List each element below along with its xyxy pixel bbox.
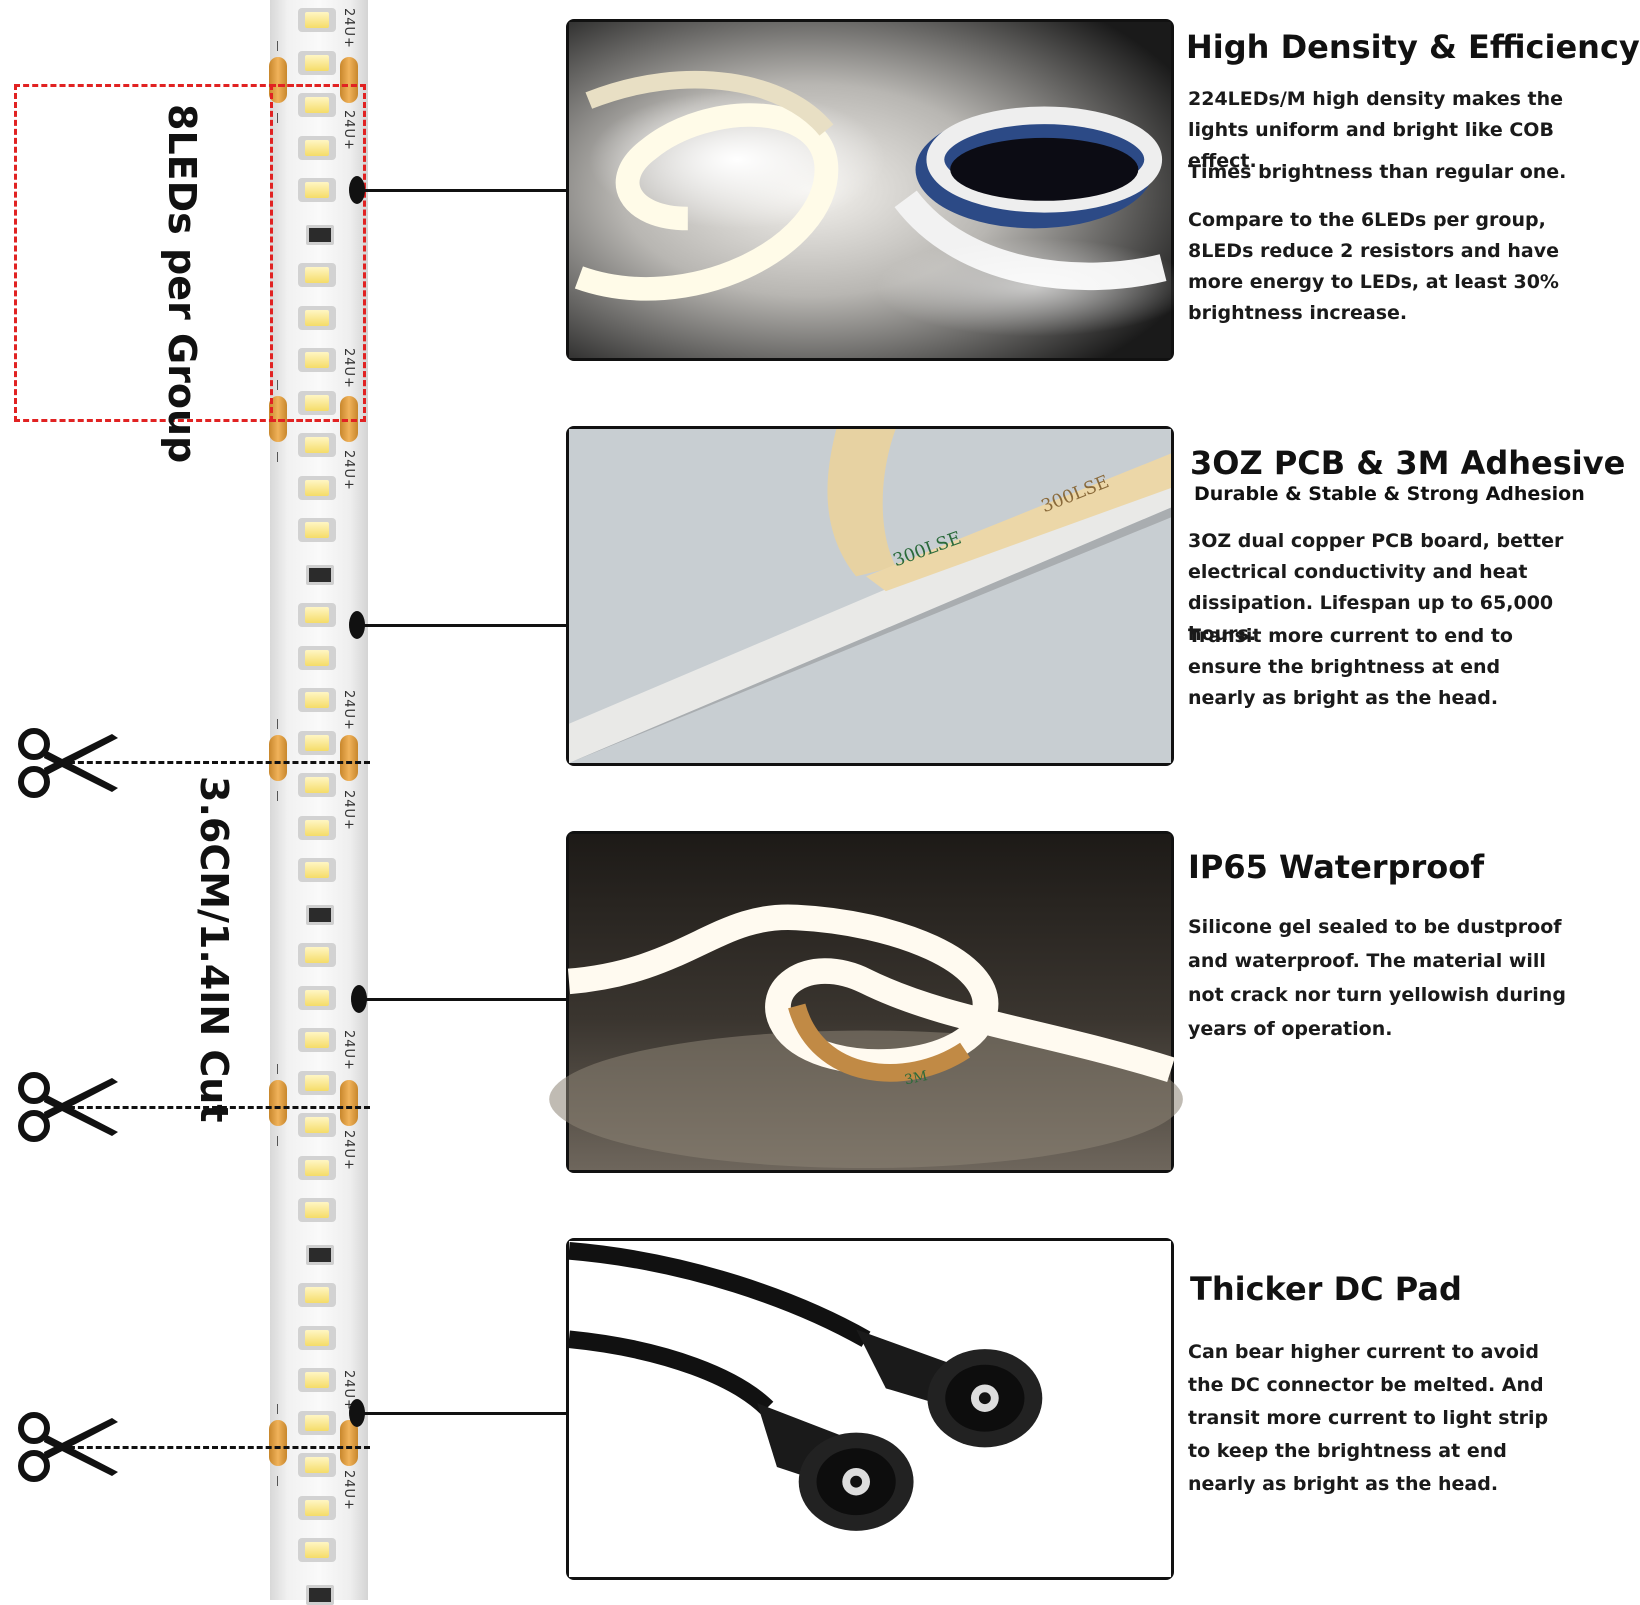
led-chip [298, 1538, 336, 1562]
callout-line [356, 189, 568, 192]
led-chip [298, 1028, 336, 1052]
solder-pad [340, 57, 358, 103]
scissors-icon [18, 728, 118, 798]
group-label: 8LEDs per Group [160, 104, 204, 464]
resistor [306, 224, 334, 245]
led-chip [298, 305, 336, 330]
feature-title: IP65 Waterproof [1188, 848, 1485, 886]
voltage-label: 24U+ [341, 790, 356, 831]
photo-waterproof-strip: 3M [549, 831, 1183, 1173]
led-chip [298, 730, 336, 755]
solder-pad [269, 1080, 287, 1126]
led-chip [298, 985, 336, 1010]
voltage-label: 24U+ [341, 110, 356, 151]
voltage-label: 24U+ [341, 1470, 356, 1511]
led-chip [298, 1325, 336, 1350]
solder-pad [269, 735, 287, 781]
feature-title: 3OZ PCB & 3M Adhesive [1190, 444, 1626, 482]
solder-pad [340, 1420, 358, 1466]
callout-line [356, 1412, 568, 1415]
feature-title: High Density & Efficiency [1186, 28, 1640, 66]
feature-paragraph: Transit more current to end to ensure th… [1188, 625, 1513, 709]
led-chip [298, 815, 336, 840]
led-chip [298, 1283, 336, 1307]
led-chip [298, 50, 336, 75]
photo-dc-connectors [566, 1238, 1174, 1580]
led-chip [298, 1410, 336, 1435]
feature-paragraph: Silicone gel sealed to be dustproof and … [1188, 916, 1566, 1040]
led-chip [298, 390, 336, 415]
solder-pad [269, 1420, 287, 1466]
led-chip [298, 1453, 336, 1477]
led-chip [298, 858, 336, 882]
scissors-icon [18, 1412, 118, 1482]
feature-paragraph: 3OZ dual copper PCB board, better electr… [1188, 530, 1564, 645]
resistor [306, 904, 334, 925]
led-chip [298, 943, 336, 967]
resistor [306, 1584, 334, 1605]
resistor [306, 1244, 334, 1265]
voltage-label: 24U+ [341, 1130, 356, 1171]
led-chip [298, 518, 336, 542]
photo-led-strips-comparison [566, 19, 1193, 361]
callout-line [356, 624, 568, 627]
led-group-box-strip-segment [270, 84, 366, 422]
feature-paragraph: Can bear higher current to avoid the DC … [1188, 1341, 1549, 1495]
led-chip [298, 93, 336, 117]
led-chip [298, 1155, 336, 1180]
led-chip [298, 433, 336, 457]
tape-brand: 3M [903, 1068, 929, 1088]
led-chip [298, 1368, 336, 1392]
callout-line [358, 998, 568, 1001]
voltage-label: 24U+ [341, 8, 356, 49]
minus-marker [277, 41, 278, 51]
voltage-label: 24U+ [341, 348, 356, 389]
cut-line [60, 1446, 370, 1449]
led-chip [298, 178, 336, 202]
cut-line [60, 761, 370, 764]
led-chip [298, 1070, 336, 1095]
solder-pad [340, 1080, 358, 1126]
led-chip [298, 8, 336, 32]
led-chip [298, 688, 336, 712]
resistor [306, 564, 334, 585]
cut-length-label: 3.6CM/1.4IN Cut [192, 776, 236, 1123]
minus-marker [277, 791, 278, 801]
minus-marker [277, 113, 278, 123]
voltage-label: 24U+ [341, 450, 356, 491]
minus-marker [277, 1136, 278, 1146]
dc-connector-lower [757, 1403, 914, 1531]
feature-title: Thicker DC Pad [1190, 1270, 1462, 1308]
cut-line [60, 1106, 370, 1109]
minus-marker [277, 452, 278, 462]
dc-connector-upper [856, 1329, 1043, 1448]
led-chip [298, 348, 336, 372]
minus-marker [277, 1476, 278, 1486]
led-chip [298, 135, 336, 160]
led-chip [298, 1495, 336, 1520]
feature-paragraph: Times brightness than regular one. [1188, 161, 1567, 183]
led-chip [298, 263, 336, 287]
led-chip [298, 773, 336, 797]
scissors-icon [18, 1072, 118, 1142]
voltage-label: 24U+ [341, 690, 356, 731]
solder-pad [269, 57, 287, 103]
solder-pad [340, 735, 358, 781]
minus-marker [277, 1404, 278, 1414]
voltage-label: 24U+ [341, 1030, 356, 1071]
led-chip [298, 475, 336, 500]
minus-marker [277, 719, 278, 729]
minus-marker [277, 380, 278, 390]
led-chip [298, 603, 336, 627]
feature-subtitle: Durable & Stable & Strong Adhesion [1194, 483, 1585, 505]
photo-adhesive-tape: 300LSE 300LSE [566, 426, 1174, 766]
feature-paragraph: 224LEDs/M high density makes the lights … [1188, 88, 1564, 172]
minus-marker [277, 1064, 278, 1074]
led-chip [298, 645, 336, 670]
feature-paragraph: Compare to the 6LEDs per group, 8LEDs re… [1188, 209, 1559, 324]
led-chip [298, 1113, 336, 1137]
led-chip [298, 1198, 336, 1222]
